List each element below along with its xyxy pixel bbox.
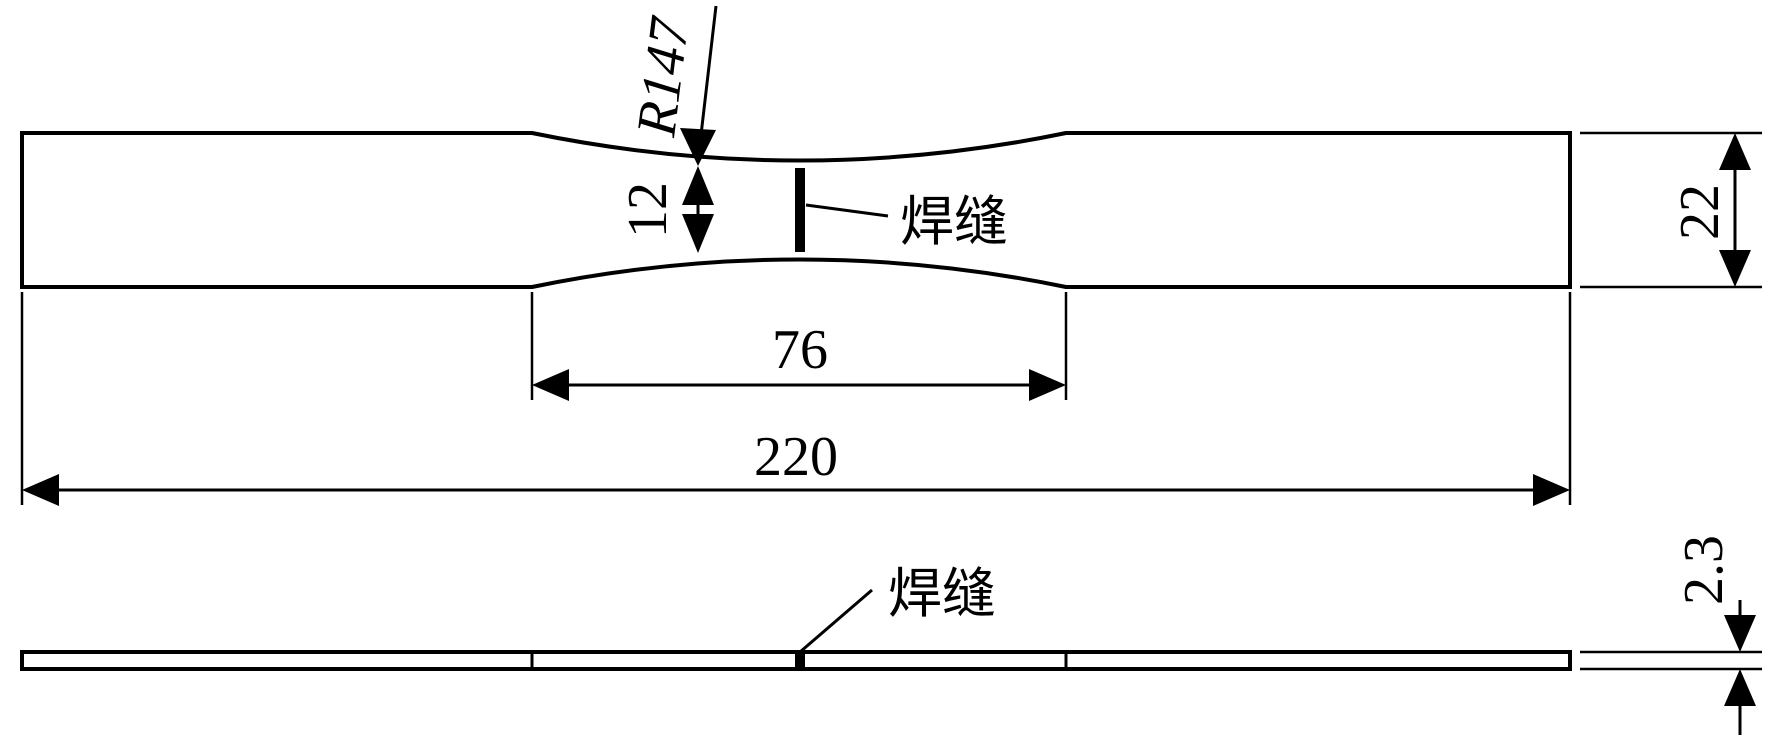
dimension-text-220: 220: [754, 426, 838, 488]
dimension-text-22: 22: [1669, 184, 1731, 240]
weld-label-top: 焊缝: [900, 190, 1008, 253]
dimension-thickness: 2.3: [1580, 535, 1762, 735]
dimension-neck-width: 12: [617, 166, 714, 253]
dimension-overall-width: 22: [1580, 131, 1762, 289]
arrowhead-12-top: [682, 166, 714, 205]
weld-label-side: 焊缝: [888, 562, 996, 625]
arrowhead-12-bottom: [682, 214, 714, 253]
arrowhead-76-right: [1029, 369, 1066, 401]
specimen-outline: [20, 131, 1572, 289]
side-view: 焊缝 2.3: [20, 535, 1762, 735]
arrowhead-22-top: [1719, 133, 1751, 170]
dimension-text-r147: R147: [625, 13, 701, 141]
dimension-text-2-3: 2.3: [1673, 535, 1735, 605]
arrowhead-220-right: [1533, 474, 1570, 506]
dimension-overall-length: 220: [20, 292, 1572, 506]
dimension-text-12: 12: [617, 182, 679, 238]
arrowhead-2-3-top: [1724, 615, 1756, 652]
arrowhead-220-left: [22, 474, 59, 506]
side-weld-leader-line: [799, 588, 873, 654]
weld-leader-line: [805, 203, 889, 218]
dimension-gauge-length: 76: [530, 292, 1068, 401]
top-view: 焊缝 22 12 R147: [20, 5, 1762, 506]
arrowhead-22-bottom: [1719, 250, 1751, 287]
radius-leader-line: [699, 5, 718, 136]
dimension-text-76: 76: [772, 319, 828, 381]
arrowhead-2-3-bottom: [1724, 669, 1756, 706]
dimension-fillet-radius: R147: [625, 5, 718, 166]
arrowhead-radius: [680, 128, 716, 166]
arrowhead-76-left: [532, 369, 569, 401]
